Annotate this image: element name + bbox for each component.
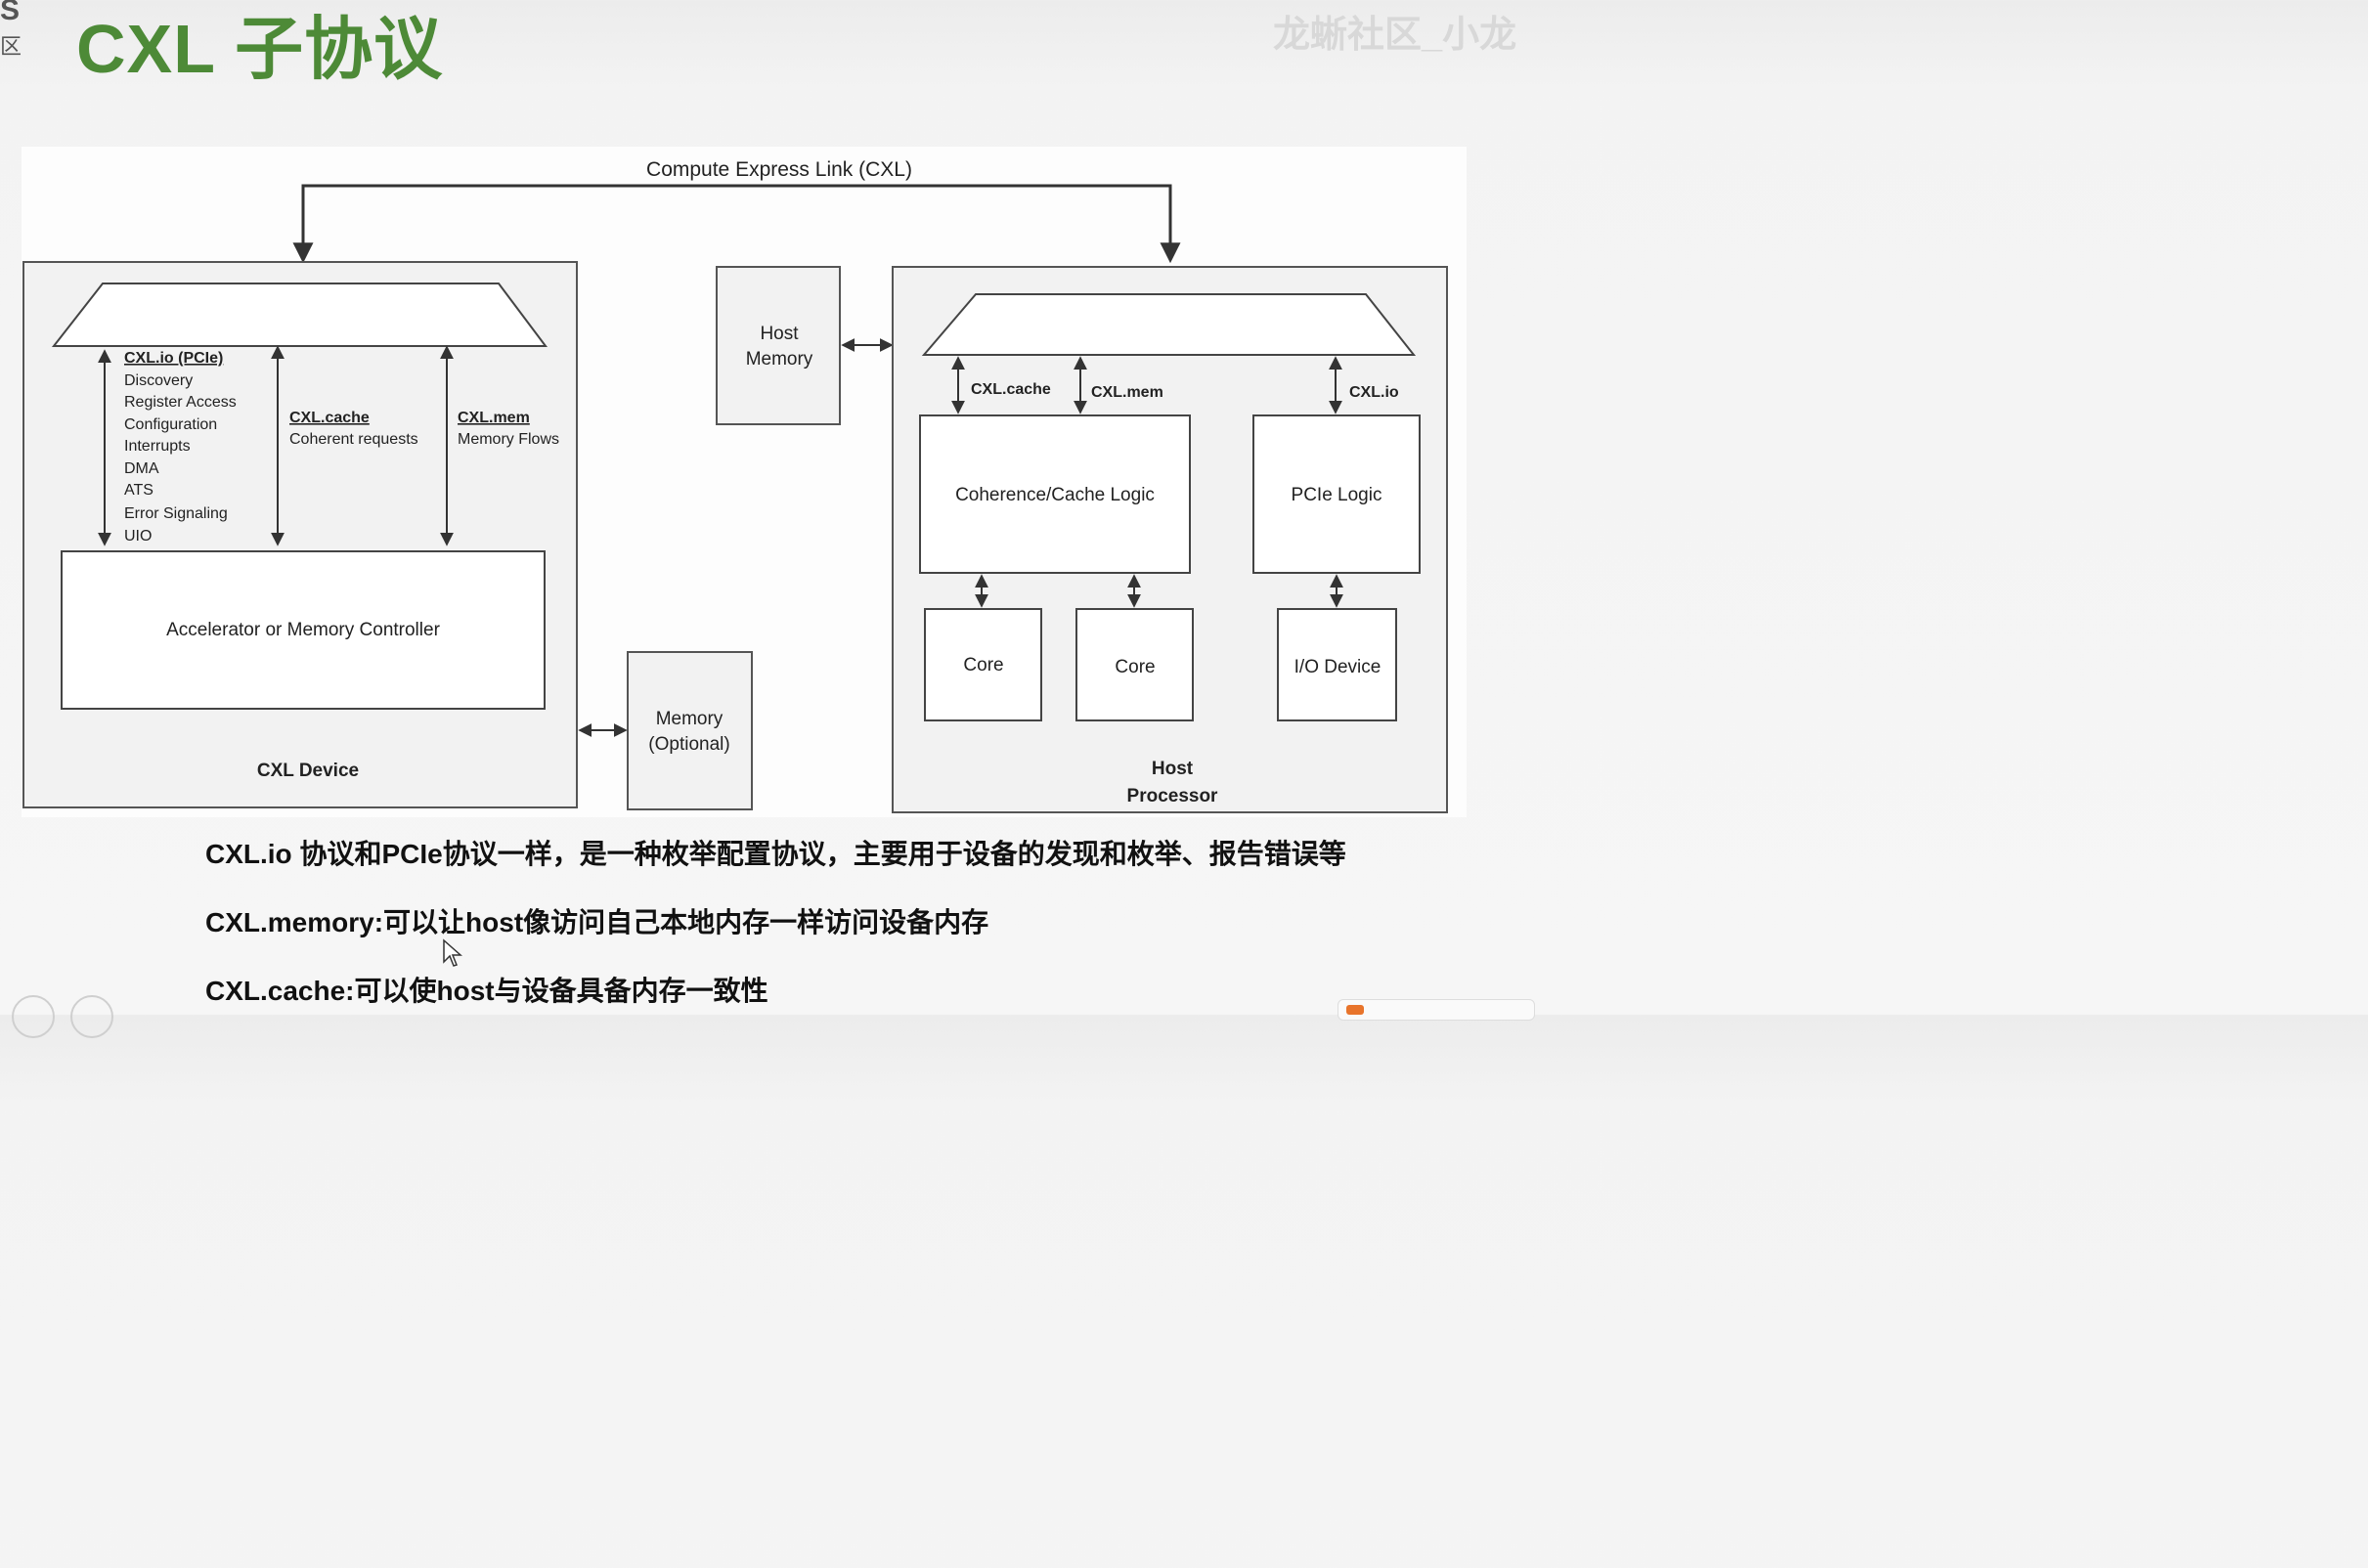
host-phy-trapezoid (921, 293, 1417, 356)
device-io-item: Interrupts (124, 438, 191, 455)
edge-letter-top: S (0, 0, 21, 26)
controller-label: Accelerator or Memory Controller (166, 620, 440, 640)
device-io-item: DMA (124, 460, 159, 477)
device-memory-line2: (Optional) (648, 734, 729, 755)
device-mem-desc: Memory Flows (458, 431, 559, 448)
host-memory-line2: Memory (746, 349, 813, 370)
mouse-cursor-icon (443, 938, 462, 967)
host-io-label: CXL.io (1349, 384, 1399, 401)
bullet-cxl-memory: CXL.memory:可以让host像访问自己本地内存一样访问设备内存 (205, 907, 989, 937)
device-io-item: Error Signaling (124, 505, 228, 522)
device-memory-box (627, 651, 753, 810)
watermark: 龙蜥社区_小龙 (1273, 15, 1517, 56)
coherence-logic-label: Coherence/Cache Logic (955, 485, 1155, 505)
device-io-item: ATS (124, 482, 153, 499)
device-io-title: CXL.io (PCIe) (124, 350, 223, 367)
bullet-cxl-cache: CXL.cache:可以使host与设备具备内存一致性 (205, 976, 768, 1006)
host-mem-label: CXL.mem (1091, 384, 1163, 401)
host-processor-label-line1: Host (1152, 759, 1194, 779)
coherence-logic-box (919, 414, 1191, 574)
pcie-logic-label: PCIe Logic (1292, 485, 1382, 505)
device-memory-line1: Memory (656, 709, 724, 729)
player-control-icon[interactable] (12, 995, 55, 1038)
tray-app-icon[interactable] (1346, 1005, 1364, 1015)
core2-box (1075, 608, 1194, 721)
cxl-diagram: Compute Express Link (CXL) CXL.io (PCIe)… (22, 158, 1448, 813)
device-io-item: Discovery (124, 372, 193, 389)
host-processor-label-line2: Processor (1127, 786, 1219, 806)
core1-box (924, 608, 1042, 721)
device-cache-title: CXL.cache (289, 410, 370, 426)
device-phy-trapezoid (51, 283, 548, 347)
host-memory-line1: Host (760, 324, 799, 344)
core1-label: Core (963, 655, 1003, 675)
controller-box (61, 550, 546, 710)
cxl-link-arrow (292, 184, 1181, 264)
slide-title: CXL 子协议 (76, 11, 444, 87)
device-io-item: Register Access (124, 394, 237, 411)
core2-label: Core (1115, 657, 1155, 677)
link-label: Compute Express Link (CXL) (646, 158, 912, 181)
system-tray[interactable] (1337, 999, 1535, 1021)
device-io-item: Configuration (124, 416, 217, 433)
pcie-logic-box (1252, 414, 1421, 574)
device-mem-title: CXL.mem (458, 410, 530, 426)
device-io-items: Discovery Register Access Configuration … (124, 372, 237, 544)
player-control-icon[interactable] (70, 995, 113, 1038)
cxl-device-box (22, 261, 578, 808)
host-cache-label: CXL.cache (971, 381, 1051, 398)
edge-letter-bottom: 区 (0, 34, 22, 59)
host-memory-box (716, 266, 841, 425)
device-cache-desc: Coherent requests (289, 431, 418, 448)
cxl-device-label: CXL Device (257, 761, 359, 781)
bullet-cxl-io: CXL.io 协议和PCIe协议一样，是一种枚举配置协议，主要用于设备的发现和枚… (205, 839, 1346, 869)
io-device-label: I/O Device (1294, 657, 1381, 677)
io-device-box (1277, 608, 1397, 721)
device-io-item: UIO (124, 528, 152, 544)
